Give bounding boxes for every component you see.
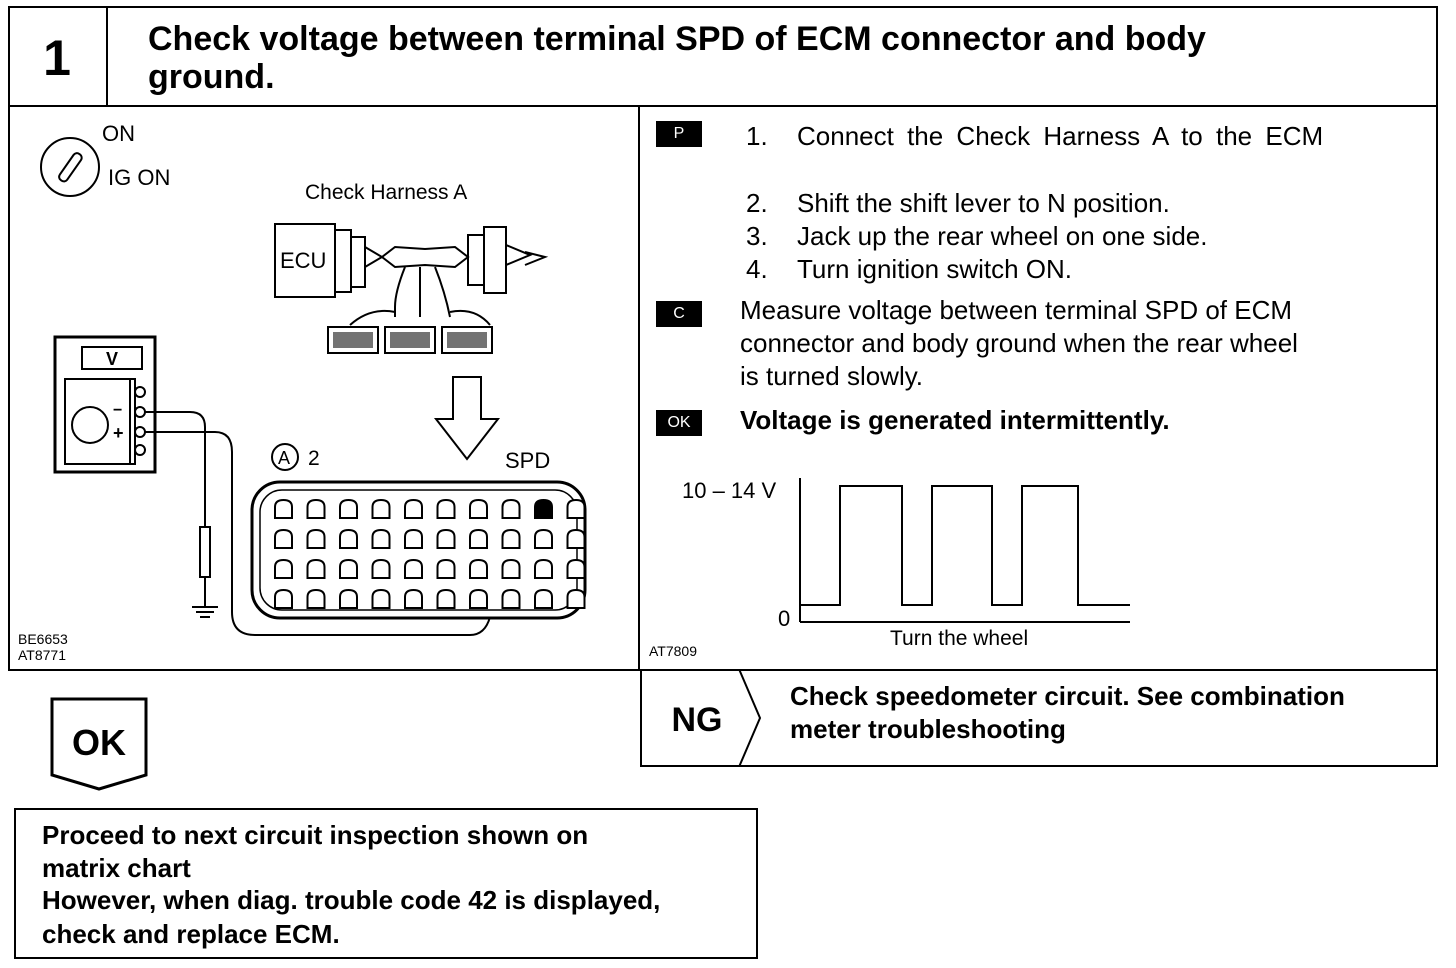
harness-label: Check Harness A — [305, 181, 467, 204]
down-arrow-icon — [433, 376, 501, 461]
step2-number: 2. — [746, 188, 768, 218]
connector-pin — [566, 528, 586, 549]
harness-plug-icons — [327, 326, 493, 354]
connector-pin — [371, 498, 391, 519]
ng-action-line2: meter troubleshooting — [790, 714, 1066, 744]
measure-line3: is turned slowly. — [740, 361, 924, 391]
connector-pin — [404, 588, 423, 609]
connector-pin — [436, 588, 456, 609]
connector-pin — [371, 588, 391, 609]
connector-pin — [339, 528, 358, 549]
step3-text: Jack up the rear wheel on one side. — [797, 221, 1208, 251]
connector-pin — [371, 558, 391, 579]
meter-plus-label: + — [113, 423, 124, 443]
connector-pin — [339, 588, 358, 609]
voltmeter-icon — [53, 335, 157, 474]
content-divider — [638, 105, 640, 671]
waveform-high-label: 10 – 14 V — [682, 478, 777, 503]
ok-action-box — [14, 808, 758, 959]
meter-minus-label: − — [113, 402, 122, 419]
connector-pin — [566, 498, 586, 519]
connector-num-label: 2 — [308, 447, 320, 470]
connector-pin — [501, 558, 521, 579]
connector-pin — [274, 558, 293, 579]
connector-pin — [436, 498, 456, 519]
voltage-waveform-chart: 10 – 14 V 0 Turn the wheel AT7809 — [649, 478, 1130, 659]
ok-result-text: Voltage is generated intermittently. — [740, 405, 1170, 435]
ok-action-line3: However, when diag. trouble code 42 is d… — [42, 885, 661, 915]
ok-action-line2: matrix chart — [42, 853, 191, 883]
connector-pin — [501, 528, 521, 549]
connector-pin — [274, 588, 293, 609]
connector-pin — [469, 528, 488, 549]
step3-number: 3. — [746, 221, 768, 251]
connector-pin — [404, 528, 423, 549]
ok-action-line4: check and replace ECM. — [42, 919, 340, 949]
check-harness-icon — [274, 223, 549, 326]
figure-code-2: AT8771 — [18, 647, 66, 663]
connector-id-label: A — [278, 448, 290, 468]
connector-pin — [534, 528, 553, 549]
step-number: 1 — [43, 30, 71, 86]
connector-pin — [306, 498, 326, 519]
step4-text: Turn ignition switch ON. — [797, 254, 1073, 284]
step-title-line2: ground. — [148, 58, 275, 96]
step2-text: Shift the shift lever to N position. — [797, 188, 1170, 218]
spd-terminal-pin — [534, 498, 553, 519]
connector-pin — [534, 558, 553, 579]
ok-flow-marker — [50, 697, 148, 791]
connector-pin — [404, 498, 423, 519]
step-number-divider — [106, 6, 108, 107]
ng-action-line1: Check speedometer circuit. See combinati… — [790, 681, 1345, 711]
step1-text: Connect the Check Harness A to the ECM — [797, 121, 1324, 151]
ng-chevron — [738, 669, 762, 767]
connector-pin — [339, 558, 358, 579]
waveform-line — [799, 485, 1130, 606]
badge-ok: OK — [656, 410, 702, 436]
connector-pin — [501, 588, 521, 609]
connector-pin — [566, 558, 586, 579]
waveform-x-label: Turn the wheel — [890, 627, 1028, 650]
badge-prepare: P — [656, 121, 702, 147]
connector-pin — [534, 588, 553, 609]
connector-pin — [306, 528, 326, 549]
badge-check: C — [656, 301, 702, 327]
ng-result-box — [640, 669, 1438, 767]
measure-line1: Measure voltage between terminal SPD of … — [740, 295, 1293, 325]
ng-label: NG — [671, 701, 723, 739]
ignition-ig-on-label: IG ON — [108, 165, 170, 190]
ignition-on-label: ON — [102, 121, 135, 146]
spd-terminal-label: SPD — [505, 448, 550, 473]
connector-pin — [566, 588, 586, 609]
ecu-label: ECU — [280, 248, 326, 273]
ignition-switch-icon — [40, 137, 100, 197]
waveform-code: AT7809 — [649, 643, 697, 659]
ok-action-line1: Proceed to next circuit inspection shown… — [42, 820, 589, 850]
connector-pin — [306, 588, 326, 609]
voltmeter-label: V — [106, 349, 118, 369]
connector-pin — [371, 528, 391, 549]
step1-number: 1. — [746, 121, 768, 151]
wiring-illustration: ON IG ON Check Harness A ECU — [18, 121, 587, 663]
ecm-connector-icon — [250, 443, 587, 620]
step4-number: 4. — [746, 254, 768, 284]
connector-pin — [274, 528, 293, 549]
waveform-low-label: 0 — [778, 606, 790, 631]
connector-pin — [469, 588, 488, 609]
ok-label: OK — [72, 722, 126, 763]
connector-pin — [306, 558, 326, 579]
connector-pin — [274, 498, 293, 519]
connector-pin — [436, 558, 456, 579]
connector-pin — [469, 498, 488, 519]
figure-code-1: BE6653 — [18, 631, 68, 647]
connector-pin — [501, 498, 521, 519]
measure-line2: connector and body ground when the rear … — [740, 328, 1298, 358]
test-leads — [145, 411, 533, 636]
connector-pin — [436, 528, 456, 549]
connector-pin — [469, 558, 488, 579]
connector-pin — [404, 558, 423, 579]
step-title-line1: Check voltage between terminal SPD of EC… — [148, 20, 1206, 58]
connector-pin — [339, 498, 358, 519]
